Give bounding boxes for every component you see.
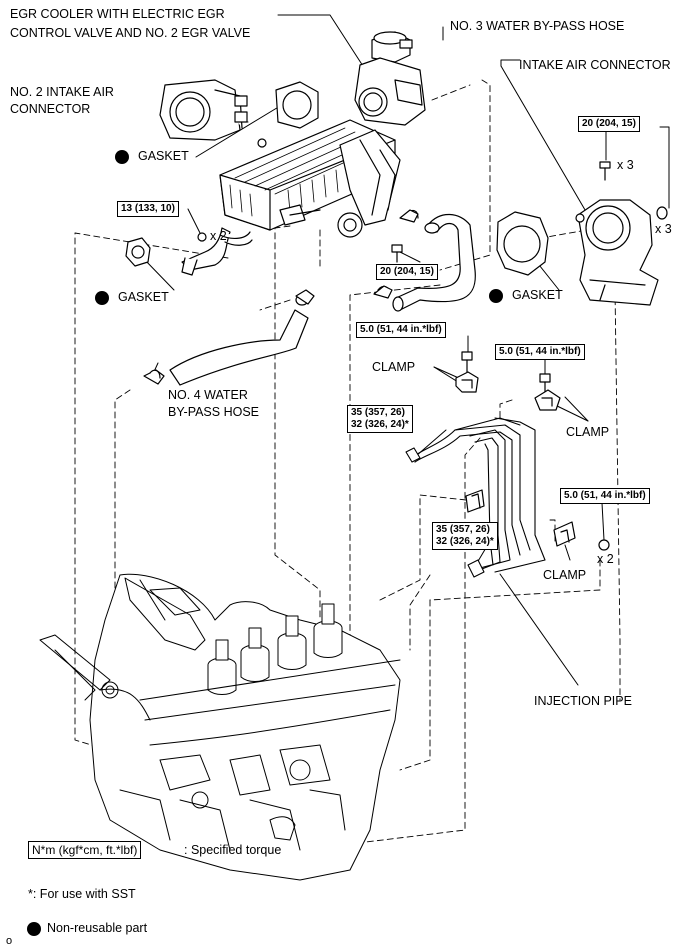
nonreusable-dot-icon: [115, 150, 129, 164]
torque-spec-box: 5.0 (51, 44 in.*lbf): [356, 322, 446, 338]
no3-hose-label: NO. 3 WATER BY-PASS HOSE: [450, 19, 625, 33]
no2-intake-label-1: NO. 2 INTAKE AIR: [10, 85, 114, 99]
nonreusable-dot-icon: [489, 289, 503, 303]
torque-spec-box: 20 (204, 15): [578, 116, 640, 132]
quantity-label: x 2: [597, 552, 614, 566]
injection-pipe-label: INJECTION PIPE: [534, 694, 632, 708]
gaskets: [125, 81, 549, 276]
nonreusable-dot-icon: [27, 922, 41, 936]
intake-connector-label: INTAKE AIR CONNECTOR: [519, 58, 671, 72]
torque-line: 35 (357, 26): [436, 524, 490, 535]
legend-sst-note: *: For use with SST: [28, 887, 136, 901]
corner-mark: o: [6, 935, 13, 947]
quantity-label: x 3: [655, 222, 672, 236]
quantity-label: x 3: [617, 158, 634, 172]
torque-spec-box: 5.0 (51, 44 in.*lbf): [560, 488, 650, 504]
egr-pipe-left: [181, 227, 253, 276]
torque-spec-box: 13 (133, 10): [117, 201, 179, 217]
egr-valve: [354, 31, 426, 126]
nonreusable-dot-icon: [95, 291, 109, 305]
torque-line: 32 (326, 24)*: [436, 536, 494, 547]
torque-spec-box: 5.0 (51, 44 in.*lbf): [495, 344, 585, 360]
clamps: [455, 371, 576, 547]
quantity-label: x 2: [210, 229, 227, 243]
egr-cooler-label-1: EGR COOLER WITH ELECTRIC EGR: [10, 7, 225, 21]
torque-line: 32 (326, 24)*: [351, 419, 409, 430]
gasket-label-c: GASKET: [512, 288, 563, 302]
no4-hose-label-1: NO. 4 WATER: [168, 388, 248, 402]
torque-spec-box: 35 (357, 26) 32 (326, 24)*: [432, 522, 498, 550]
legend-nonreusable: Non-reusable part: [47, 921, 148, 935]
torque-spec-box: 20 (204, 15): [376, 264, 438, 280]
intake-air-connector: [575, 161, 668, 306]
gasket-label-a: GASKET: [138, 149, 189, 163]
no2-intake-label-2: CONNECTOR: [10, 102, 91, 116]
egr-cooler-label-2: CONTROL VALVE AND NO. 2 EGR VALVE: [10, 26, 251, 40]
egr-cooler: [219, 119, 401, 238]
no2-intake-connector: [159, 79, 248, 141]
legend-torque-box: N*m (kgf*cm, ft.*lbf): [28, 841, 142, 859]
no4-water-bypass-hose: [143, 289, 315, 386]
clamp-label-a: CLAMP: [372, 360, 416, 374]
torque-line: 35 (357, 26): [351, 407, 405, 418]
no3-water-bypass-hose: [373, 209, 476, 312]
torque-spec-box: 35 (357, 26) 32 (326, 24)*: [347, 405, 413, 433]
legend-torque-desc: : Specified torque: [184, 843, 282, 857]
gasket-label-b: GASKET: [118, 290, 169, 304]
bolts: [391, 244, 610, 551]
clamp-label-c: CLAMP: [543, 568, 587, 582]
engine-block: [39, 573, 401, 881]
injection-pipes: [405, 417, 546, 578]
no4-hose-label-2: BY-PASS HOSE: [168, 405, 260, 419]
clamp-label-b: CLAMP: [566, 425, 610, 439]
